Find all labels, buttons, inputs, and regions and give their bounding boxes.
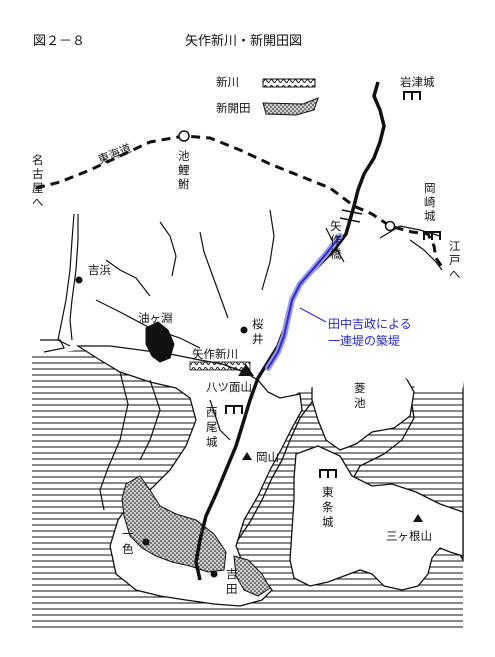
figure-number: 図２－８ [33,34,85,49]
svg-text:城: 城 [322,515,334,529]
svg-text:城: 城 [206,435,218,449]
legend-new-river-swatch [262,78,316,88]
svg-text:へ: へ [32,195,44,209]
label-hishiike: 菱 池 [354,381,366,410]
label-yahagi-shinkawa: 矢作新川 [192,347,238,361]
castle-icon-tojo [319,469,337,478]
legend-new-paddy-swatch [262,97,319,116]
annotation-leader [299,307,327,323]
bridge-mark [339,209,363,223]
annotation-line-1: 田中吉政による [328,316,412,331]
label-sakurai: 桜 井 [252,317,264,346]
castle-icon-nishio [225,405,243,414]
svg-text:色: 色 [122,542,134,556]
label-hachitsuomote: 八ツ面山 [206,380,252,394]
label-okazaki-castle: 岡 崎 城 [424,181,436,223]
label-yoshida: 吉 田 [226,567,238,596]
sakurai-dot [240,326,248,334]
shinkawa-mouth-hatch [189,361,251,371]
svg-text:鯉: 鯉 [178,163,190,177]
castle-icon-iwazu [403,91,421,100]
new-paddy-south [233,555,271,597]
label-tojo-castle: 東 条 城 [322,485,334,529]
yahagi-bridge-station [384,220,396,232]
aburagafuchi-pond [145,321,175,363]
label-isshiki: 一 色 [122,527,134,556]
legend-new-paddy-label: 新開田 [216,101,251,115]
svg-text:矢: 矢 [330,219,342,233]
chiryu-station [178,130,190,142]
legend-new-river-label: 新川 [216,75,239,89]
figure-title: 矢作新川・新開田図 [185,33,302,49]
svg-text:名: 名 [32,153,44,167]
svg-text:池: 池 [354,396,366,410]
svg-text:橋: 橋 [330,247,342,261]
svg-text:崎: 崎 [424,195,436,209]
label-yahagi-bridge: 矢 作 橋 [330,219,342,261]
svg-text:条: 条 [322,500,334,514]
southeast-peninsula [289,445,464,591]
label-iwazu-castle: 岩津城 [400,75,435,89]
svg-text:戸: 戸 [449,253,461,267]
label-edo: 江 戸 へ [449,239,461,281]
svg-text:江: 江 [449,239,461,253]
castle-icon-okazaki [423,231,441,240]
svg-text:古: 古 [32,167,44,181]
yoshihama-dot [75,276,83,284]
svg-text:へ: へ [449,267,461,281]
tokaido-road [35,134,446,271]
svg-text:桜: 桜 [252,317,264,331]
svg-text:田: 田 [226,582,238,596]
svg-text:岡: 岡 [424,181,436,195]
svg-text:池: 池 [178,149,190,163]
yahagi-river-upper [348,81,386,221]
label-aburagafuchi: 油ヶ淵 [138,311,173,325]
yoshida-dot [210,570,218,578]
svg-text:西: 西 [206,405,218,419]
svg-text:吉: 吉 [226,567,238,581]
svg-text:一: 一 [122,527,134,541]
annotation-line-2: 一連堤の築堤 [328,333,400,348]
svg-text:東: 東 [322,485,334,499]
sangane-mountain-icon [413,514,423,522]
svg-text:菱: 菱 [354,381,366,395]
label-yoshihama: 吉浜 [88,263,111,277]
hachitsuomote-mountain-icon [238,364,254,376]
isshiki-dot [142,538,150,546]
embankment-line [267,235,341,369]
label-nagoya: 名 古 屋 へ [32,153,44,209]
svg-text:井: 井 [252,332,264,346]
svg-text:鮒: 鮒 [178,177,190,191]
svg-text:屋: 屋 [32,181,44,195]
label-sangane: 三ヶ根山 [386,529,432,543]
svg-text:作: 作 [330,233,342,247]
okayama-mountain-icon [242,452,252,460]
label-nishio-castle: 西 尾 城 [206,405,218,449]
label-okayama: 岡山 [256,450,279,464]
svg-text:城: 城 [424,209,436,223]
label-chiryu: 池 鯉 鮒 [178,149,190,191]
svg-text:尾: 尾 [206,420,218,434]
